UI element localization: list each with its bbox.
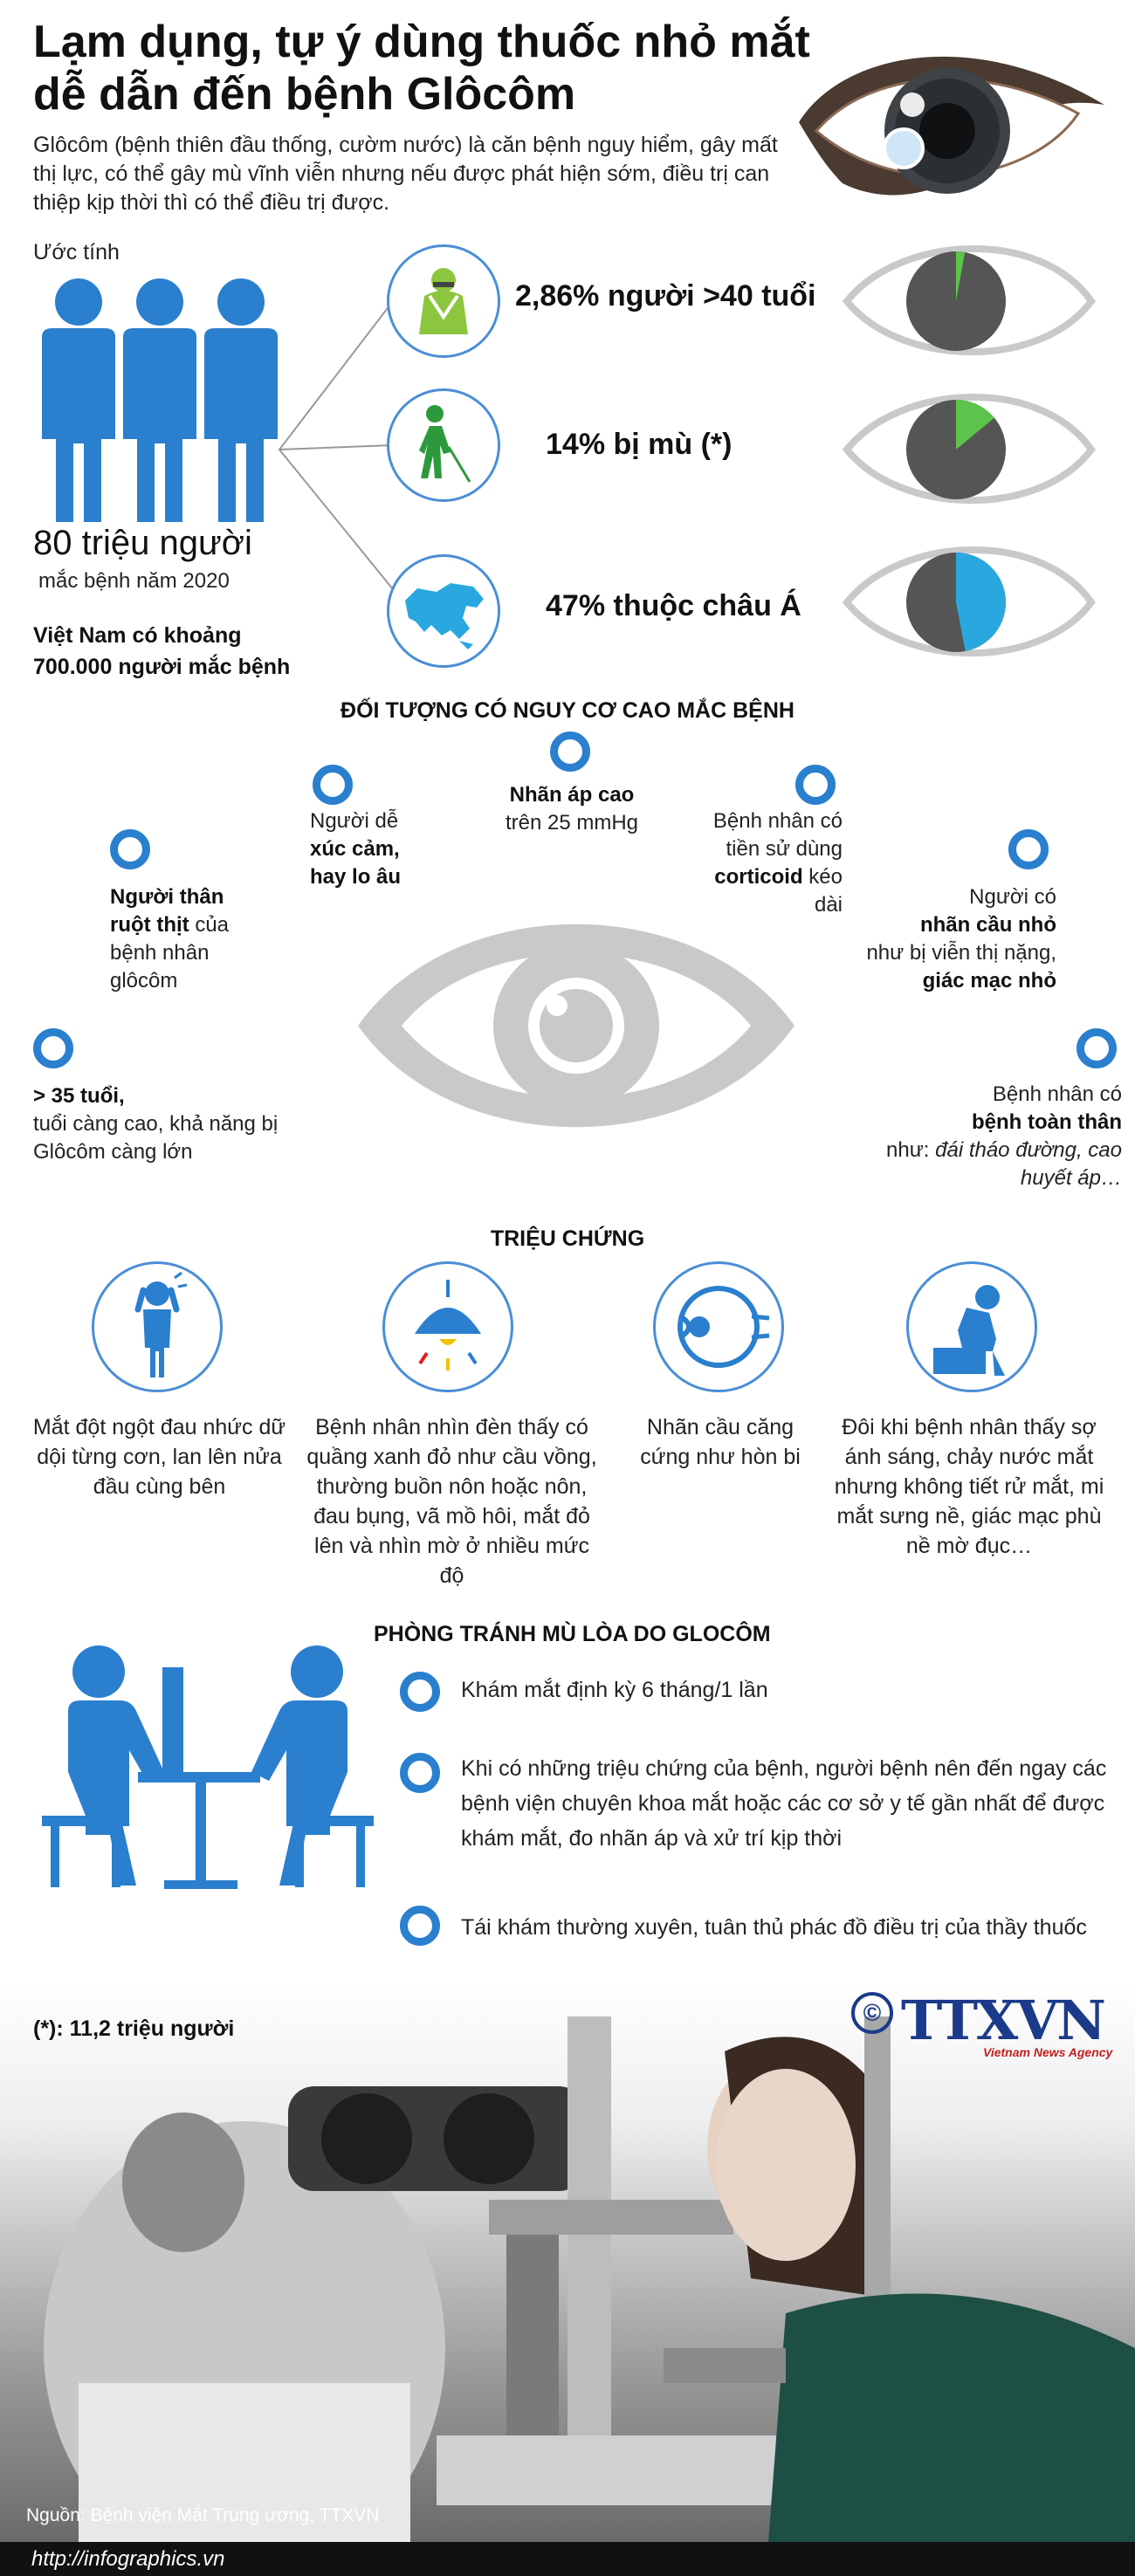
risk-emotion-bold: xúc cảm, hay lo âu xyxy=(310,837,402,889)
risk-ring-systemic xyxy=(1077,1028,1117,1068)
risk-relative-rest: của bệnh nhân glôcôm xyxy=(110,913,230,993)
risk-pressure-bold: Nhãn áp cao xyxy=(509,783,635,807)
risk-eye: Người có nhãn cầu nhỏ như bị viễn thị nặ… xyxy=(856,883,1056,995)
risk-systemic-lead: như: xyxy=(886,1138,930,1162)
risk-age-rest: tuổi càng cao, khả năng bị Glôcôm càng l… xyxy=(33,1112,279,1164)
risk-emotion: Người dễ xúc cảm, hay lo âu xyxy=(310,807,432,891)
risk-eye-mid: như bị viễn thị nặng, xyxy=(866,941,1056,965)
prevention-item-2: Khi có những triệu chứng của bệnh, người… xyxy=(461,1756,1107,1851)
pie-slice-2 xyxy=(956,400,994,450)
risk-systemic-italic: đái tháo đường, cao huyết áp… xyxy=(935,1138,1122,1190)
symptom-text-4: Đôi khi bệnh nhân thấy sợ ánh sáng, chảy… xyxy=(834,1415,1104,1558)
risk-age: > 35 tuổi, tuổi càng cao, khả năng bị Gl… xyxy=(33,1082,321,1166)
risk-ring-eye xyxy=(1008,829,1049,869)
stat-text-elderly: 2,86% người >40 tuổi xyxy=(515,279,816,313)
risk-ring-pressure xyxy=(550,732,590,772)
blind-person-icon xyxy=(419,405,471,483)
website-link[interactable]: http://infographics.vn xyxy=(0,2542,1135,2576)
symptom-circle-4 xyxy=(906,1261,1037,1392)
risk-systemic-pre: Bệnh nhân có xyxy=(992,1082,1122,1106)
risk-relative-bold: Người thân ruột thịt xyxy=(110,885,224,937)
risk-eye-bold-2: giác mạc nhỏ xyxy=(922,969,1056,993)
prevention-item-3: Tái khám thường xuyên, tuân thủ phác đồ … xyxy=(461,1915,1087,1940)
prevention-ring-1 xyxy=(400,1672,440,1712)
prevention-heading: PHÒNG TRÁNH MÙ LÒA DO GLOCÔM xyxy=(374,1622,771,1646)
sad-person-icon xyxy=(933,1285,1005,1376)
stat-circle-asia xyxy=(387,554,500,668)
title-line-1: Lạm dụng, tự ý dùng thuốc nhỏ mắt xyxy=(33,17,810,67)
doctor-patient-icon xyxy=(42,1645,374,1889)
eye-pie-elderly xyxy=(842,244,1096,356)
symptom-circle-3 xyxy=(653,1261,784,1392)
risk-pressure: Nhãn áp cao trên 25 mmHg xyxy=(476,781,668,837)
eye-illustration-icon xyxy=(799,56,1104,196)
symptom-circle-1 xyxy=(92,1261,223,1392)
footnote: (*): 11,2 triệu người xyxy=(33,2016,235,2041)
risk-age-bold: > 35 tuổi, xyxy=(33,1084,125,1108)
risk-relative: Người thân ruột thịt của bệnh nhân glôcô… xyxy=(110,883,267,995)
symptom-text-1: Mắt đột ngột đau nhức dữ dội từng cơn, l… xyxy=(32,1415,286,1499)
risk-eye-bold-1: nhãn cầu nhỏ xyxy=(920,913,1056,937)
headache-person-icon xyxy=(134,1271,188,1377)
symptom-circle-2 xyxy=(382,1261,513,1392)
eye-pie-blind xyxy=(842,393,1096,505)
vietnam-estimate: Việt Nam có khoảng 700.000 người mắc bện… xyxy=(33,623,291,679)
central-eye-icon xyxy=(358,924,794,1128)
page-title: Lạm dụng, tự ý dùng thuốc nhỏ mắt dễ dẫn… xyxy=(33,16,819,120)
risk-corticoid-pre: Bệnh nhân có tiền sử dùng xyxy=(712,809,843,861)
stat-circle-blind xyxy=(387,388,500,502)
pie-slice-1 xyxy=(956,251,966,301)
elderly-person-icon xyxy=(419,268,468,334)
risk-systemic: Bệnh nhân có bệnh toàn thân như: đái thá… xyxy=(873,1081,1122,1192)
stat-eye-pies xyxy=(842,244,1096,657)
intro-text: Glôcôm (bệnh thiên đầu thống, cườm nước)… xyxy=(33,133,778,215)
eyeball-icon xyxy=(678,1286,770,1368)
risk-ring-emotion xyxy=(313,765,353,805)
risk-ring-age xyxy=(33,1028,73,1068)
prevention-item-1: Khám mắt định kỳ 6 tháng/1 lần xyxy=(461,1678,768,1702)
eye-exam-photo xyxy=(0,1982,1135,2542)
pie-slice-3 xyxy=(956,553,1006,651)
estimate-big-number: 80 triệu người xyxy=(33,524,252,562)
risk-pressure-rest: trên 25 mmHg xyxy=(505,811,639,835)
estimate-subtitle: mắc bệnh năm 2020 xyxy=(38,569,230,593)
symptom-text-3: Nhãn cầu căng cứng như hòn bi xyxy=(640,1415,801,1469)
risk-ring-corticoid xyxy=(795,765,836,805)
stat-circle-elderly xyxy=(387,244,500,358)
source-text: Nguồn: Bệnh viện Mắt Trung ương, TTXVN xyxy=(26,2505,380,2525)
stat-text-asia: 47% thuộc châu Á xyxy=(546,589,801,622)
risk-corticoid-post: kéo dài xyxy=(808,865,843,917)
prevention-ring-3 xyxy=(400,1906,440,1946)
prevention-ring-2 xyxy=(400,1753,440,1793)
estimate-label: Ước tính xyxy=(33,240,120,264)
people-group-icon xyxy=(42,278,278,522)
lamp-icon xyxy=(415,1280,481,1370)
symptoms-heading: TRIỆU CHỨNG xyxy=(490,1226,645,1251)
ttxvn-logo: TTXVN xyxy=(901,1989,1106,2052)
eye-pie-asia xyxy=(842,546,1096,657)
risk-heading: ĐỐI TƯỢNG CÓ NGUY CƠ CAO MẮC BỆNH xyxy=(340,698,794,723)
title-line-2: dễ dẫn đến bệnh Glôcôm xyxy=(33,69,576,120)
risk-ring-relative xyxy=(110,829,150,869)
eye-exam-photo-drawing xyxy=(44,2016,1135,2542)
asia-map-icon xyxy=(405,583,484,649)
connector-lines xyxy=(278,300,394,590)
risk-systemic-bold: bệnh toàn thân xyxy=(972,1110,1122,1134)
risk-corticoid: Bệnh nhân có tiền sử dùng corticoid kéo … xyxy=(690,807,843,919)
symptom-text-2: Bệnh nhân nhìn đèn thấy có quầng xanh đỏ… xyxy=(306,1415,597,1588)
copyright-icon: © xyxy=(851,1992,893,2034)
risk-corticoid-bold: corticoid xyxy=(714,865,803,889)
risk-eye-pre: Người có xyxy=(969,885,1056,909)
risk-emotion-pre: Người dễ xyxy=(310,809,399,833)
stat-text-blind: 14% bị mù (*) xyxy=(546,428,733,461)
ttxvn-logo-subtitle: Vietnam News Agency xyxy=(983,2045,1113,2059)
